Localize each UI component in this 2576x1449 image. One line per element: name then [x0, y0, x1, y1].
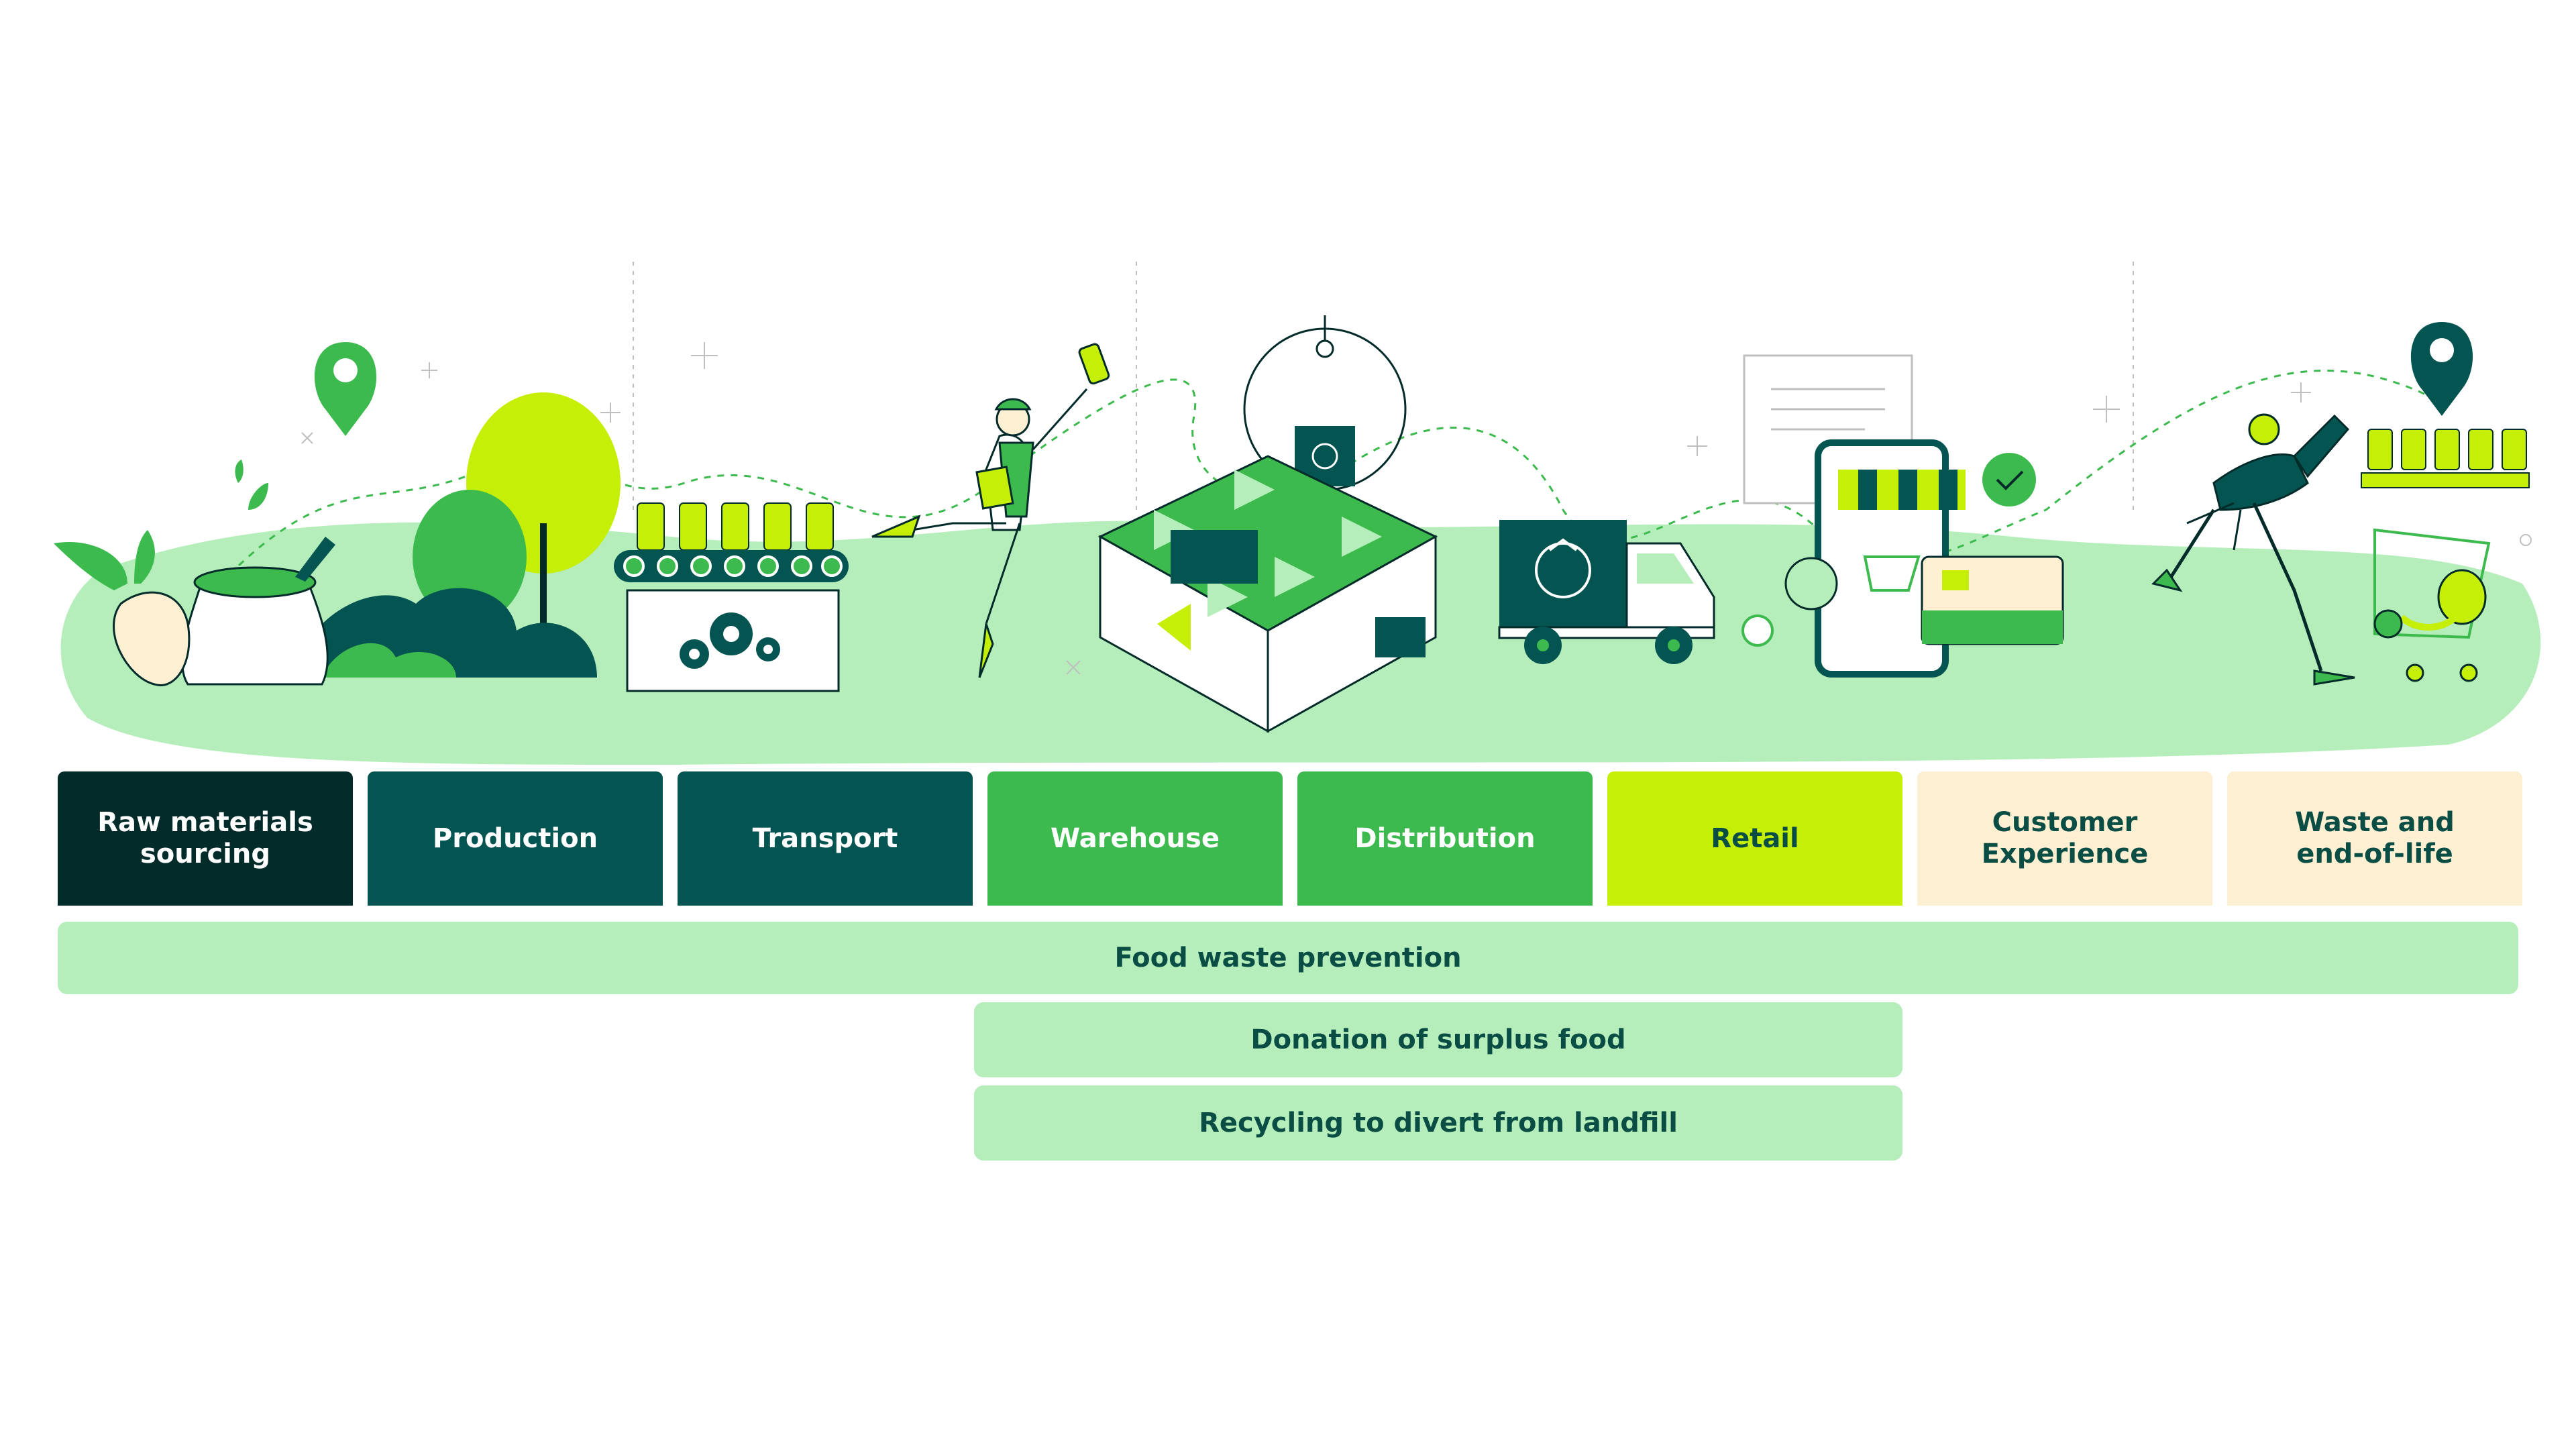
- stage-label: Distribution: [1354, 822, 1536, 854]
- warehouse-icon: [1097, 315, 1438, 733]
- stage-label: Warehouse: [1051, 822, 1220, 854]
- stage-label: Transport: [752, 822, 898, 854]
- donation-of-surplus-food-bar: Donation of surplus food: [974, 1002, 1902, 1077]
- production-line-icon: [614, 502, 849, 692]
- phone-shop-icon: [1741, 354, 2064, 678]
- stage-transport: Transport: [678, 771, 973, 906]
- stage-distribution: Distribution: [1297, 771, 1593, 906]
- truck-icon: [1498, 520, 1715, 664]
- food-waste-prevention-bar: Food waste prevention: [58, 922, 2518, 994]
- stage-label: Production: [432, 822, 598, 854]
- location-pin-icon: [314, 342, 377, 436]
- bar-label: Food waste prevention: [1114, 943, 1462, 973]
- stage-production: Production: [368, 771, 663, 906]
- stage-warehouse: Warehouse: [987, 771, 1283, 906]
- worker-figure-icon: [871, 343, 1110, 678]
- shelf-bottles-icon: [2361, 429, 2530, 488]
- customer-figure-icon: [2151, 413, 2491, 686]
- stage-label: Waste and end-of-life: [2295, 807, 2455, 869]
- root-vegetable-icon: [54, 460, 268, 686]
- location-pin-icon: [2410, 322, 2473, 416]
- bar-label: Recycling to divert from landfill: [1199, 1108, 1678, 1138]
- trees-icon: [295, 392, 621, 678]
- sack-icon: [181, 537, 335, 686]
- stage-label: Customer Experience: [1981, 807, 2149, 869]
- route-path: [200, 370, 2443, 605]
- bar-label: Donation of surplus food: [1250, 1024, 1626, 1055]
- stage-label: Retail: [1711, 822, 1799, 854]
- stage-customer-experience: Customer Experience: [1917, 771, 2212, 906]
- recycling-to-divert-from-landfill-bar: Recycling to divert from landfill: [974, 1085, 1902, 1161]
- stage-retail: Retail: [1607, 771, 1902, 906]
- stage-label: Raw materials sourcing: [97, 807, 313, 869]
- stage-waste-and-end-of-life: Waste and end-of-life: [2227, 771, 2522, 906]
- stage-raw-materials-sourcing: Raw materials sourcing: [58, 771, 353, 906]
